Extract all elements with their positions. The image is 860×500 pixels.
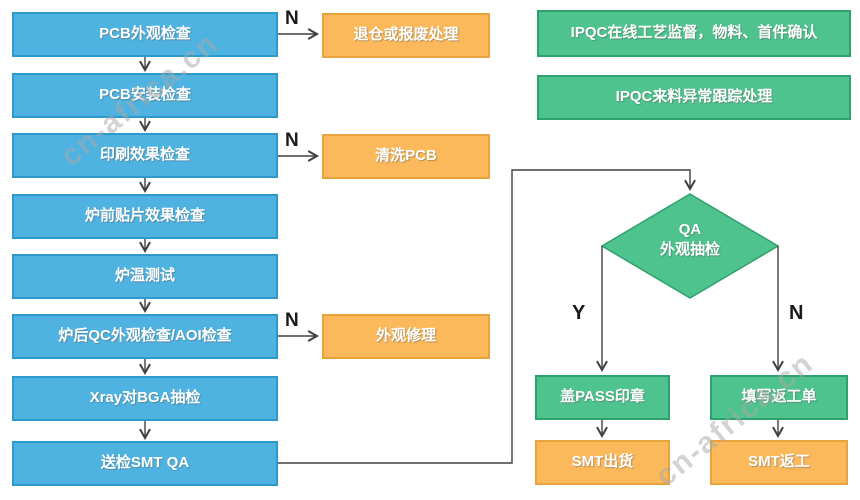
step-label: PCB安装检查 — [99, 86, 191, 104]
step-oven-temp-test: 炉温测试 — [12, 254, 278, 299]
step-label: 填写返工单 — [741, 388, 817, 406]
result-label: SMT返工 — [748, 453, 810, 471]
note-ipqc-incoming-abnormal-tracking: IPQC来料异常跟踪处理 — [537, 75, 851, 120]
result-smt-rework: SMT返工 — [710, 440, 848, 485]
step-label: 盖PASS印章 — [560, 388, 645, 406]
decision-line1: QA — [678, 221, 702, 238]
step-label: 炉前贴片效果检查 — [84, 207, 205, 225]
step-label: Xray对BGA抽检 — [89, 389, 201, 407]
action-clean-pcb: 清洗PCB — [322, 134, 490, 179]
action-return-or-scrap: 退仓或报废处理 — [322, 13, 490, 58]
step-label: 炉后QC外观检查/AOI检查 — [58, 327, 232, 345]
step-print-effect-check: 印刷效果检查 — [12, 133, 278, 178]
step-submit-smt-qa: 送检SMT QA — [12, 441, 278, 486]
decision-line2: 外观抽检 — [659, 241, 720, 259]
step-pcb-appearance-check: PCB外观检查 — [12, 12, 278, 57]
step-pcb-mount-check: PCB安装检查 — [12, 73, 278, 118]
step-label: 印刷效果检查 — [99, 146, 190, 164]
step-label: PCB外观检查 — [99, 25, 191, 43]
step-pre-reflow-placement-check: 炉前贴片效果检查 — [12, 194, 278, 239]
action-appearance-repair: 外观修理 — [322, 314, 490, 359]
step-stamp-pass: 盖PASS印章 — [535, 375, 670, 420]
decision-yes-label: Y — [572, 302, 586, 324]
decision-qa-sampling: QA 外观抽检 — [615, 220, 765, 261]
step-post-reflow-qc-aoi-check: 炉后QC外观检查/AOI检查 — [12, 314, 278, 359]
note-label: IPQC在线工艺监督，物料、首件确认 — [570, 24, 818, 42]
note-label: IPQC来料异常跟踪处理 — [615, 88, 773, 106]
action-label: 退仓或报废处理 — [353, 26, 459, 44]
branch-label-n2: N — [285, 130, 299, 151]
decision-no-label: N — [789, 302, 804, 324]
note-ipqc-online-supervision: IPQC在线工艺监督，物料、首件确认 — [537, 10, 851, 57]
result-smt-shipment: SMT出货 — [535, 440, 670, 485]
action-label: 清洗PCB — [375, 147, 437, 165]
step-fill-rework-order: 填写返工单 — [710, 375, 848, 420]
branch-label-n3: N — [285, 310, 299, 331]
result-label: SMT出货 — [571, 453, 634, 471]
step-label: 炉温测试 — [114, 267, 175, 285]
step-xray-bga-sampling: Xray对BGA抽检 — [12, 376, 278, 421]
branch-label-n1: N — [285, 8, 299, 29]
step-label: 送检SMT QA — [100, 454, 190, 472]
action-label: 外观修理 — [375, 327, 436, 345]
